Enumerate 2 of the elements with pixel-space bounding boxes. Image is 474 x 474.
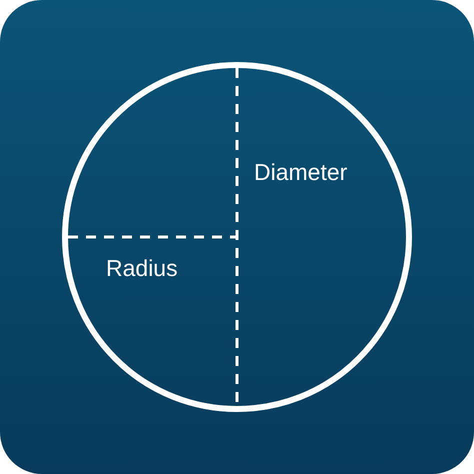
radius-label: Radius <box>106 257 178 280</box>
diameter-label: Diameter <box>254 161 348 184</box>
